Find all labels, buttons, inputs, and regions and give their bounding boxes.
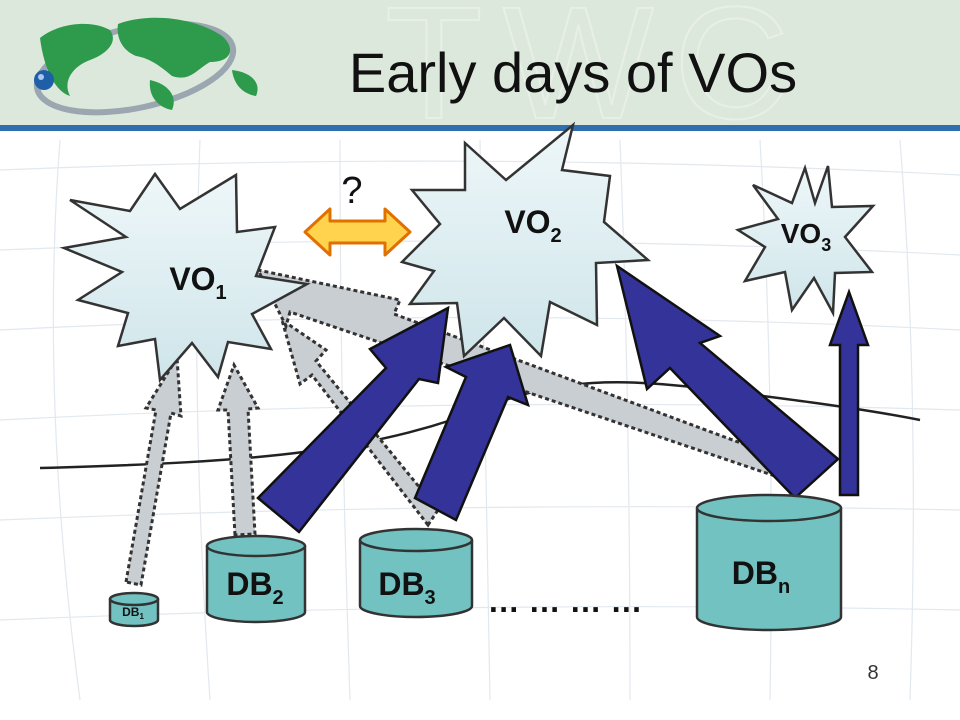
db2-cylinder (205, 534, 307, 624)
dbn-cylinder (695, 493, 843, 632)
vo3-label: VO3 (781, 218, 831, 255)
vo2-label: VO2 (504, 204, 561, 247)
solid-arrows (256, 263, 870, 534)
db3-label-base: DB (378, 566, 424, 602)
vo2-burst (399, 121, 652, 359)
vo3-burst (734, 163, 876, 318)
db1-label: DB1 (122, 605, 144, 621)
db1-label-sub: 1 (139, 612, 144, 621)
solid-arrow-db3-vo2 (413, 343, 530, 522)
vo3-label-base: VO (781, 218, 821, 249)
db3-cylinder (358, 527, 474, 619)
double-arrow-vo1-vo2 (303, 207, 412, 257)
db3-label-sub: 3 (425, 587, 436, 609)
watermark: TWC (385, 0, 809, 152)
solid-arrow-dbn-vo2 (615, 263, 840, 500)
db2-label: DB2 (226, 566, 283, 609)
dbn-label-sub: n (778, 576, 790, 598)
vo1-label-base: VO (169, 261, 215, 297)
vo1-label-sub: 1 (216, 282, 227, 304)
vo1-burst (59, 171, 311, 383)
dbn-label: DBn (732, 555, 790, 598)
dotted-arrow-db2-vo1 (215, 361, 261, 537)
solid-arrow-db2-vo2 (256, 305, 450, 534)
vo2-label-sub: 2 (551, 225, 562, 247)
vo2-label-base: VO (504, 204, 550, 240)
globe-logo-icon (33, 17, 258, 116)
vo3-label-sub: 3 (821, 235, 831, 255)
db3-label: DB3 (378, 566, 435, 609)
vo1-label: VO1 (169, 261, 226, 304)
db2-label-base: DB (226, 566, 272, 602)
db2-label-sub: 2 (273, 587, 284, 609)
db1-cylinder (108, 591, 160, 628)
page-number: 8 (867, 662, 878, 684)
solid-arrow-dbn-vo3 (828, 288, 870, 497)
dbn-label-base: DB (732, 555, 778, 591)
dotted-arrow-db1-vo1 (124, 353, 183, 587)
db1-label-base: DB (122, 605, 140, 619)
slide-title: Early days of VOs (349, 41, 797, 104)
ellipsis: … … … … (488, 583, 643, 619)
question-mark: ? (341, 170, 362, 212)
